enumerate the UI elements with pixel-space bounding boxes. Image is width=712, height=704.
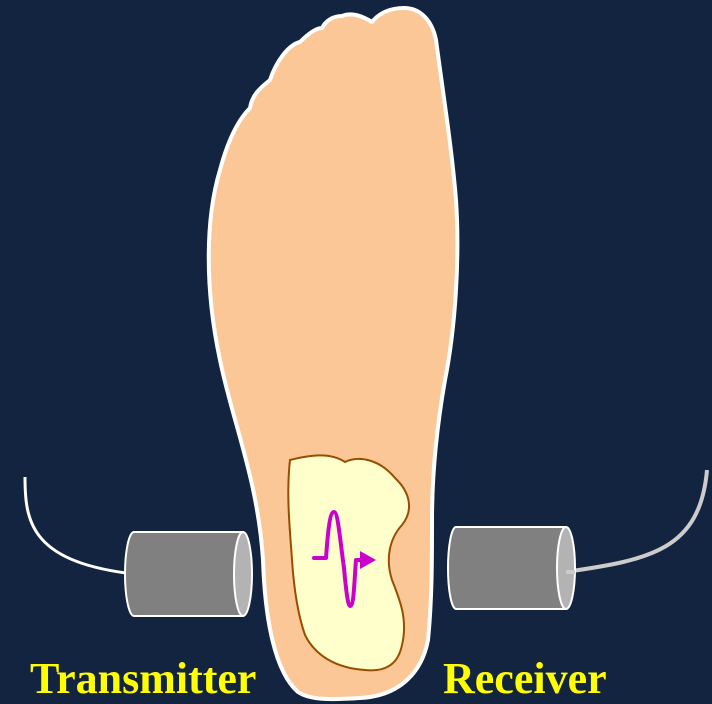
transmitter-cable — [25, 477, 126, 573]
transmitter-transducer — [125, 532, 252, 616]
receiver-face — [557, 527, 575, 609]
transmitter-face — [234, 532, 252, 616]
receiver-label: Receiver — [443, 657, 607, 701]
receiver-body — [448, 527, 566, 609]
receiver-transducer — [448, 527, 575, 609]
receiver-cable — [565, 470, 707, 572]
transmitter-body — [125, 532, 243, 616]
transmitter-label: Transmitter — [30, 657, 256, 701]
